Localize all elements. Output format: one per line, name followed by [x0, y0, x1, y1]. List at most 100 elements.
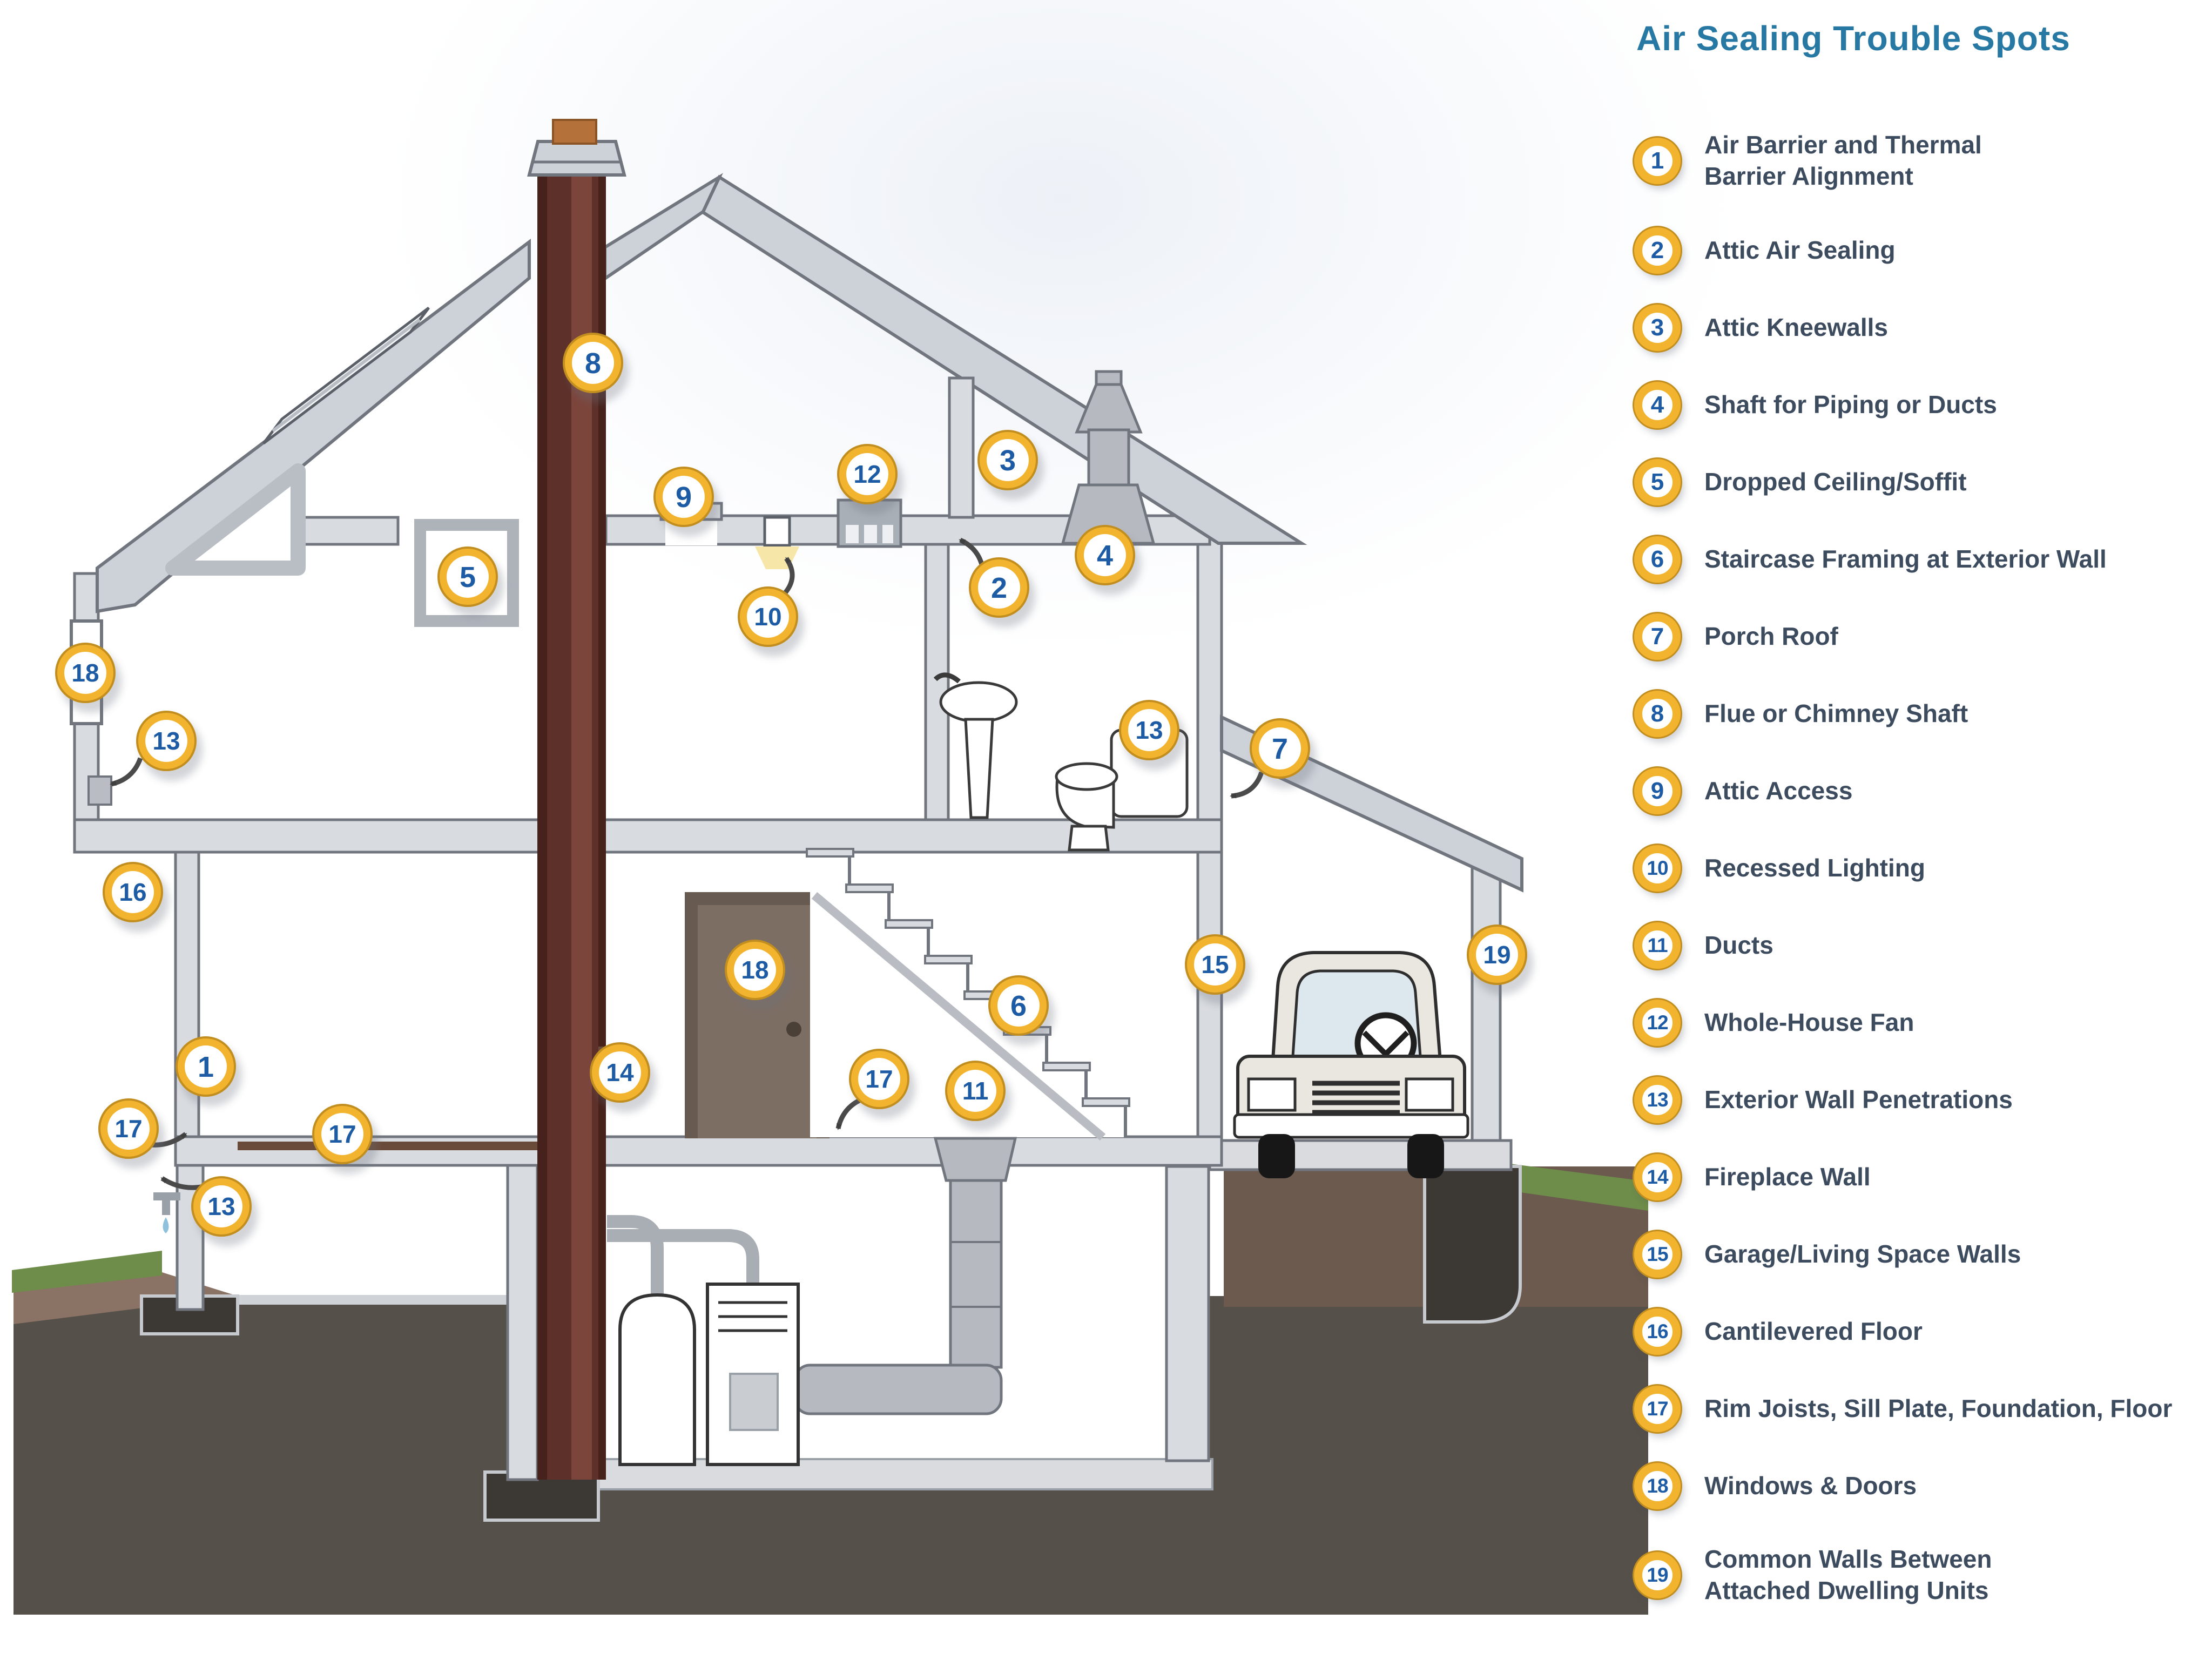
legend-badge-5: 5 — [1634, 458, 1681, 505]
furnace-grille — [729, 1373, 779, 1431]
legend-label-17: Rim Joists, Sill Plate, Foundation, Floo… — [1704, 1394, 2173, 1422]
left-roof — [96, 238, 531, 613]
spot-marker-1: 1 — [176, 1036, 242, 1106]
spot-marker-13: 13 — [136, 711, 203, 781]
bathroom-wall — [924, 543, 950, 821]
marker-number: 5 — [460, 561, 476, 593]
marker-face — [447, 556, 489, 598]
pointer-arrow-3 — [1230, 771, 1264, 799]
marker-face — [978, 566, 1020, 609]
legend-label-18: Windows & Doors — [1704, 1471, 1917, 1500]
legend-badge-12: 12 — [1634, 999, 1681, 1046]
spot-marker-12: 12 — [837, 444, 903, 514]
marker-face — [112, 871, 154, 913]
marker-number: 3 — [1000, 444, 1016, 477]
marker-face — [747, 596, 789, 638]
pointer-arrow-2 — [110, 757, 143, 787]
marker-number: 6 — [1010, 990, 1027, 1022]
toilet-base — [1068, 825, 1110, 852]
legend-item-7: 7 Porch Roof — [1634, 598, 2207, 675]
door-group — [685, 892, 830, 1138]
spot-marker-7: 7 — [1250, 718, 1316, 788]
spot-marker-4: 4 — [1075, 525, 1141, 595]
legend-badge-13: 13 — [1634, 1076, 1681, 1123]
marker-face — [599, 1051, 641, 1094]
legend-badge-3: 3 — [1634, 304, 1681, 351]
marker-face — [572, 342, 614, 384]
marker-face — [1084, 534, 1126, 576]
marker-number: 2 — [991, 572, 1007, 604]
spot-marker-16: 16 — [103, 862, 169, 932]
legend-label-14: Fireplace Wall — [1704, 1162, 1871, 1191]
flue-pot — [552, 119, 597, 145]
skylight-line — [272, 318, 421, 433]
legend-badge-14: 14 — [1634, 1153, 1681, 1200]
spot-marker-6: 6 — [988, 975, 1055, 1045]
marker-number: 13 — [1135, 716, 1163, 744]
legend-label-12: Whole-House Fan — [1704, 1008, 1914, 1036]
legend-item-12: 12 Whole-House Fan — [1634, 984, 2207, 1061]
toilet-seat — [1055, 762, 1118, 791]
marker-number: 1 — [198, 1051, 214, 1083]
marker-number: 18 — [741, 956, 768, 984]
spot-marker-10: 10 — [738, 586, 804, 657]
legend-item-14: 14 Fireplace Wall — [1634, 1138, 2207, 1216]
car-wheel-right — [1407, 1134, 1444, 1178]
spot-marker-13: 13 — [191, 1176, 258, 1246]
legend-label-1: Air Barrier and Thermal Barrier Alignmen… — [1704, 131, 1982, 190]
door-knob — [786, 1022, 801, 1037]
duct-boot — [933, 1137, 1017, 1182]
duct-system — [607, 1137, 1017, 1466]
fan-slat-2 — [864, 525, 877, 543]
marker-number: 15 — [1201, 950, 1229, 979]
legend-badge-11: 11 — [1634, 922, 1681, 969]
faucet-pipe — [153, 1192, 180, 1200]
spot-marker-17: 17 — [849, 1049, 915, 1119]
legend-label-13: Exterior Wall Penetrations — [1704, 1085, 2013, 1114]
marker-number: 14 — [606, 1058, 634, 1087]
spot-marker-14: 14 — [590, 1042, 656, 1112]
car-grille — [1312, 1081, 1400, 1115]
legend-item-13: 13 Exterior Wall Penetrations — [1634, 1061, 2207, 1138]
marker-number: 11 — [962, 1077, 989, 1105]
marker-face — [1476, 934, 1518, 976]
marker-face — [987, 439, 1029, 481]
marker-number: 12 — [853, 460, 881, 488]
water-heater — [618, 1293, 696, 1466]
car-headlight-left — [1247, 1077, 1297, 1112]
marker-face — [1194, 943, 1236, 986]
left-roof-group — [96, 238, 531, 613]
crawlspace-floor — [237, 1295, 508, 1305]
marker-number: 13 — [152, 727, 180, 755]
duct-trunk — [793, 1364, 1003, 1415]
grass-left — [12, 1251, 162, 1293]
spot-marker-19: 19 — [1467, 925, 1533, 995]
legend-badge-7: 7 — [1634, 613, 1681, 660]
marker-face — [64, 652, 106, 694]
spot-marker-18: 18 — [55, 643, 122, 713]
grass-right — [1506, 1163, 1648, 1211]
marker-number: 17 — [328, 1120, 356, 1148]
floor-joist-strip — [238, 1142, 540, 1150]
marker-face — [185, 1045, 227, 1088]
pointer-arrow-1 — [782, 557, 795, 596]
marker-number: 19 — [1483, 941, 1510, 969]
wall-vent — [87, 775, 112, 806]
legend-label-7: Porch Roof — [1704, 622, 1838, 650]
marker-number: 7 — [1272, 733, 1288, 765]
recessed-light — [763, 516, 791, 547]
garage-footing — [1423, 1165, 1522, 1324]
legend-label-2: Attic Air Sealing — [1704, 235, 1896, 264]
faucet-spout — [162, 1200, 170, 1215]
fan-slat-3 — [882, 525, 893, 543]
